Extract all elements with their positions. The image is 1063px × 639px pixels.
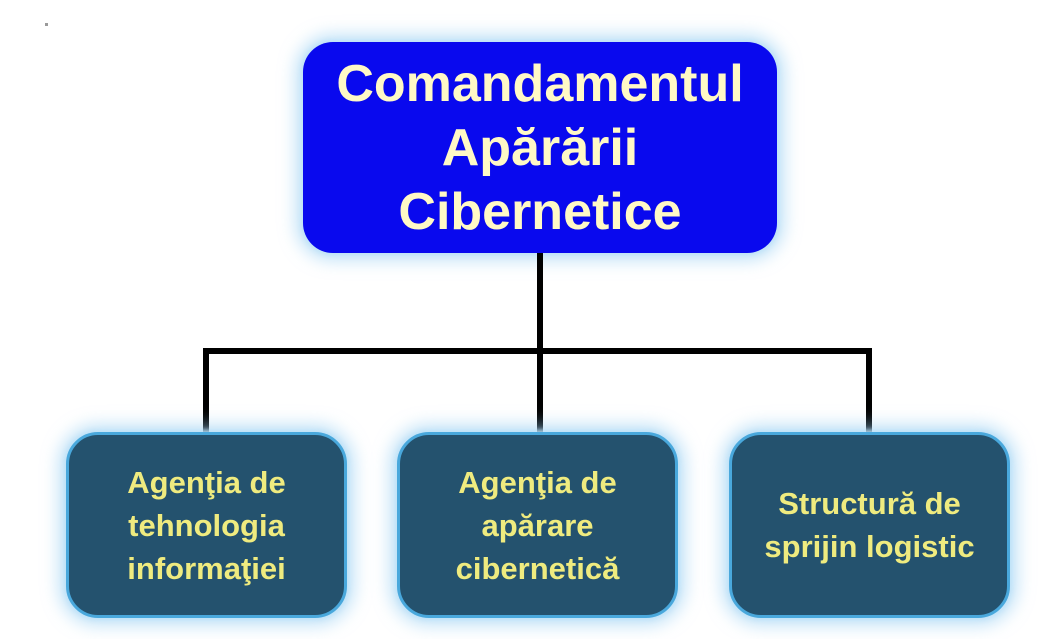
child-3-line-1: Structură de bbox=[778, 486, 961, 521]
child-2-line-3: cibernetică bbox=[455, 550, 620, 586]
connector-root-stem bbox=[537, 253, 543, 436]
node-agentia-de-aparare-cibernetica: Agenţia de apărare cibernetică bbox=[397, 432, 678, 618]
node-agentia-de-tehnologia-informatiei: Agenţia de tehnologia informaţiei bbox=[66, 432, 347, 618]
child-2-line-2: apărare bbox=[481, 507, 594, 543]
child-1-line-3: informaţiei bbox=[127, 550, 286, 586]
connector-drop-left bbox=[203, 350, 209, 436]
root-node-line-1: Comandamentul bbox=[336, 54, 744, 113]
child-3-line-2: sprijin logistic bbox=[764, 529, 975, 564]
root-node-line-2: Apărării bbox=[441, 118, 639, 177]
artifact-dot bbox=[45, 23, 48, 26]
child-2-line-1: Agenţia de bbox=[458, 464, 617, 500]
root-node-line-3: Cibernetice bbox=[398, 182, 682, 241]
node-comandamentul-apararii-cibernetice: Comandamentul Apărării Cibernetice bbox=[303, 42, 777, 253]
child-1-line-1: Agenţia de bbox=[127, 464, 286, 500]
node-structura-de-sprijin-logistic: Structură de sprijin logistic bbox=[729, 432, 1010, 618]
connector-drop-right bbox=[866, 350, 872, 436]
child-1-line-2: tehnologia bbox=[128, 507, 285, 543]
connector-horizontal bbox=[203, 348, 872, 354]
